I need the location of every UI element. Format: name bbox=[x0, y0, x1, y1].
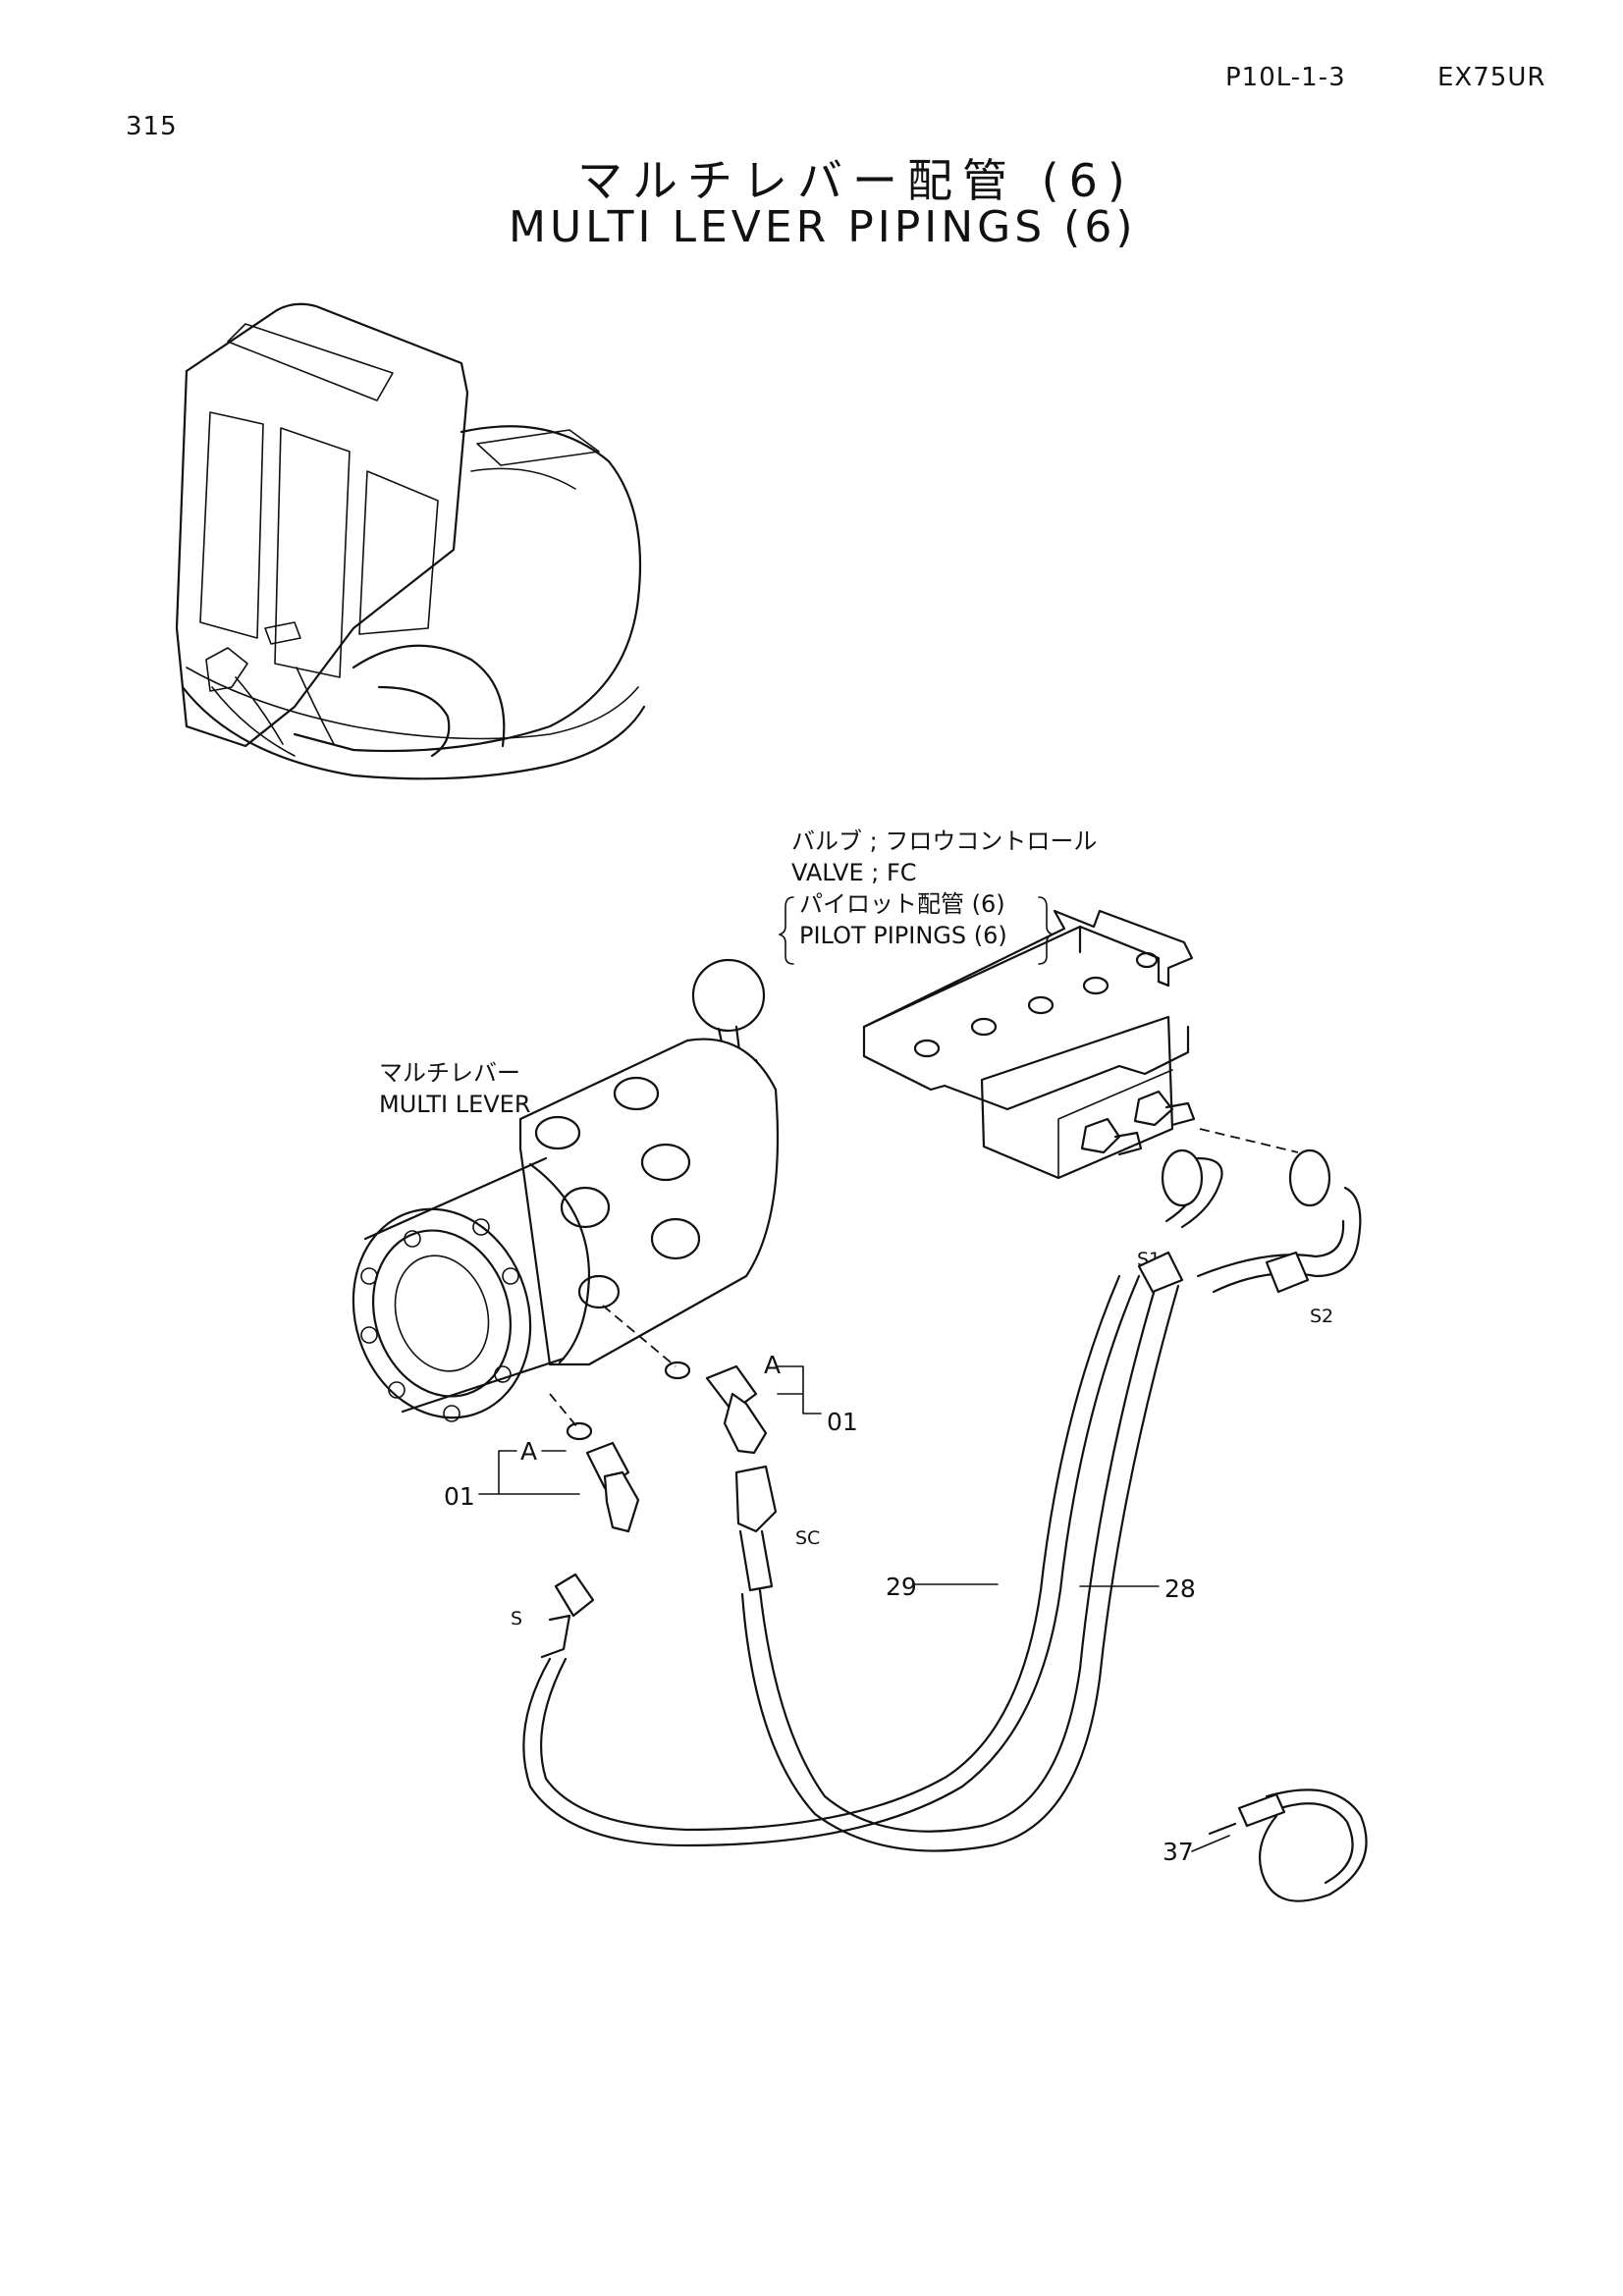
callout-a-left: A bbox=[520, 1437, 538, 1466]
pilot-label-jp: パイロット配管 (6) bbox=[799, 890, 1005, 918]
lever-label-en: MULTI LEVER bbox=[379, 1091, 531, 1118]
callout-s: S bbox=[511, 1608, 523, 1629]
lever-label-jp: マルチレバー bbox=[379, 1059, 520, 1087]
o-ring-left bbox=[566, 1421, 593, 1441]
callout-01-left: 01 bbox=[444, 1482, 475, 1511]
callout-29: 29 bbox=[886, 1573, 917, 1601]
alignment-line-1 bbox=[602, 1305, 676, 1367]
valve-label-en: VALVE ; FC bbox=[791, 859, 917, 886]
multi-lever-icon bbox=[352, 958, 780, 1422]
hose-assembly bbox=[522, 1128, 1362, 1852]
leader-a-right bbox=[777, 1365, 822, 1415]
callout-sc: SC bbox=[795, 1527, 821, 1549]
right-bracket bbox=[1038, 896, 1054, 965]
elbow-fitting-left bbox=[585, 1441, 640, 1533]
callout-a-right: A bbox=[764, 1351, 782, 1379]
elbow-fitting-right bbox=[705, 1364, 768, 1455]
callout-37: 37 bbox=[1163, 1838, 1194, 1866]
pilot-label-en: PILOT PIPINGS (6) bbox=[799, 922, 1007, 949]
alignment-line-2 bbox=[549, 1393, 578, 1428]
model-code: EX75UR bbox=[1437, 63, 1546, 92]
excavator-cab-icon bbox=[175, 302, 646, 780]
flow-control-valve-icon bbox=[862, 909, 1196, 1180]
o-ring-right bbox=[664, 1361, 691, 1380]
valve-label-jp: バルブ ; フロウコントロール bbox=[791, 828, 1098, 855]
title-english: MULTI LEVER PIPINGS (6) bbox=[509, 202, 1137, 252]
left-bracket bbox=[779, 896, 794, 965]
callout-01-right: 01 bbox=[827, 1408, 858, 1436]
callout-s2: S2 bbox=[1310, 1306, 1334, 1327]
page-number: 315 bbox=[126, 112, 178, 141]
leader-37 bbox=[1191, 1835, 1230, 1852]
leader-a-left bbox=[478, 1450, 580, 1495]
ref-code: P10L-1-3 bbox=[1225, 63, 1346, 92]
cable-tie-icon bbox=[1208, 1789, 1368, 1902]
title-japanese: マルチレバー配管 (6) bbox=[577, 154, 1135, 207]
callout-28: 28 bbox=[1164, 1575, 1196, 1603]
